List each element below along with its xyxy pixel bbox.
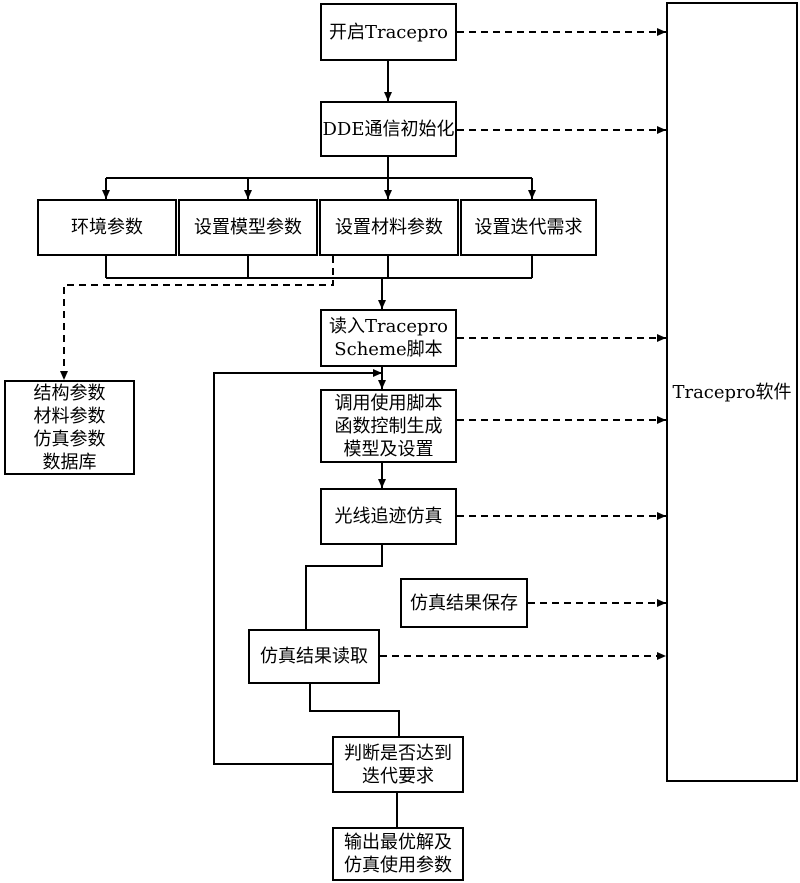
save-result-box: 仿真结果保存 xyxy=(400,578,528,628)
material-params-box: 设置材料参数 xyxy=(319,199,459,256)
iteration-req-label: 设置迭代需求 xyxy=(474,217,583,238)
env-params-box: 环境参数 xyxy=(37,199,177,256)
material-params-label: 设置材料参数 xyxy=(335,217,443,238)
start-tracepro-label: 开启Tracepro xyxy=(328,21,449,43)
save-result-label: 仿真结果保存 xyxy=(410,592,518,614)
database-line-1: 结构参数 xyxy=(33,382,106,404)
dde-init-label: DDE通信初始化 xyxy=(322,118,455,140)
env-params-label: 环境参数 xyxy=(71,217,143,238)
tracepro-software-box: Tracepro软件 xyxy=(666,2,798,782)
judge-line-1: 判断是否达到 xyxy=(344,742,452,764)
output-line-1: 输出最优解及 xyxy=(344,832,452,853)
judge-box: 判断是否达到 迭代要求 xyxy=(332,736,464,793)
read-script-box: 读入Tracepro Scheme脚本 xyxy=(320,309,457,367)
iteration-req-box: 设置迭代需求 xyxy=(460,199,597,256)
judge-line-2: 迭代要求 xyxy=(362,765,434,787)
output-box: 输出最优解及 仿真使用参数 xyxy=(332,827,464,881)
read-result-label: 仿真结果读取 xyxy=(260,646,368,667)
database-line-3: 仿真参数 xyxy=(33,428,106,450)
call-script-box: 调用使用脚本 函数控制生成 模型及设置 xyxy=(320,389,457,463)
dde-init-box: DDE通信初始化 xyxy=(320,101,457,157)
database-box: 结构参数 材料参数 仿真参数 数据库 xyxy=(4,380,135,475)
call-script-line-1: 调用使用脚本 xyxy=(334,392,443,414)
read-result-box: 仿真结果读取 xyxy=(248,629,380,684)
line-result-to-judge xyxy=(309,684,400,736)
model-params-box: 设置模型参数 xyxy=(178,199,318,256)
start-tracepro-box: 开启Tracepro xyxy=(320,3,457,61)
loop-back-arrow xyxy=(213,369,382,765)
ray-trace-box: 光线追迹仿真 xyxy=(320,488,457,545)
output-line-2: 仿真使用参数 xyxy=(344,855,452,876)
read-script-line-2: Scheme脚本 xyxy=(334,339,443,360)
call-script-line-2: 函数控制生成 xyxy=(334,415,443,437)
database-line-4: 数据库 xyxy=(42,451,97,473)
database-line-2: 材料参数 xyxy=(33,405,106,427)
tracepro-software-label: Tracepro软件 xyxy=(672,381,792,403)
model-params-label: 设置模型参数 xyxy=(194,217,302,238)
ray-trace-label: 光线追迹仿真 xyxy=(334,506,443,527)
dashed-material-to-database xyxy=(60,256,334,380)
read-script-line-1: 读入Tracepro xyxy=(328,316,449,337)
call-script-line-3: 模型及设置 xyxy=(343,438,434,460)
line-ray-to-result xyxy=(305,545,383,629)
